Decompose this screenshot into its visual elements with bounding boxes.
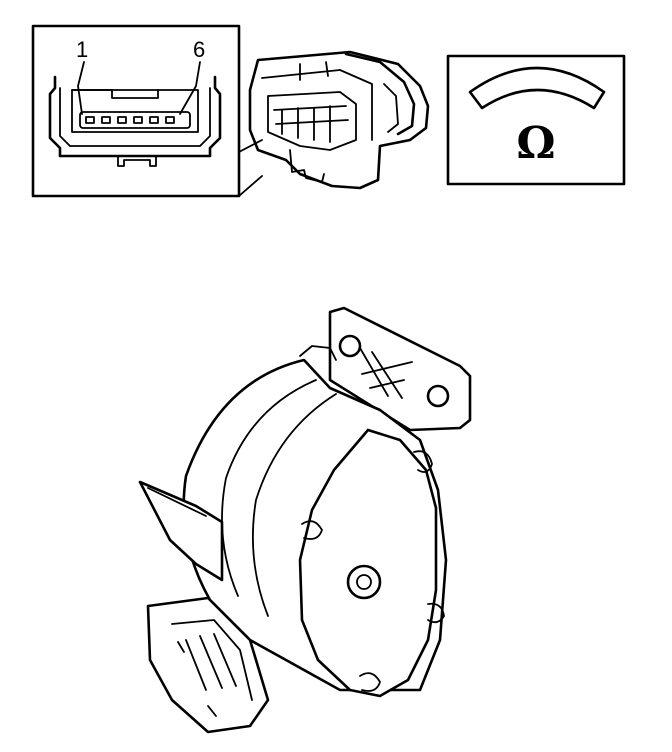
meter-scale-arc <box>468 66 606 110</box>
pin-6-label: 6 <box>193 37 205 62</box>
cover-screw <box>427 602 445 624</box>
ohm-icon: Ω <box>516 118 555 169</box>
connector-socket <box>146 596 270 734</box>
pin-row <box>79 111 191 129</box>
output-shaft <box>356 574 372 590</box>
cover-screw <box>359 672 381 692</box>
actuator-assembly <box>138 306 472 734</box>
lever-arm <box>138 480 224 582</box>
connector-face-inset: 1 6 <box>31 24 263 198</box>
mounting-hole <box>338 334 362 358</box>
cover-screw <box>413 450 433 473</box>
mounting-hole <box>426 384 450 408</box>
shaft-boss <box>346 564 382 600</box>
gear-cover <box>298 428 438 698</box>
pin-contacts <box>85 116 175 124</box>
ohmmeter-symbol: Ω <box>446 54 626 186</box>
cover-screw <box>301 520 323 540</box>
mounting-flange <box>328 306 472 432</box>
pin-1-label: 1 <box>76 37 88 62</box>
connector-plug <box>248 50 430 190</box>
